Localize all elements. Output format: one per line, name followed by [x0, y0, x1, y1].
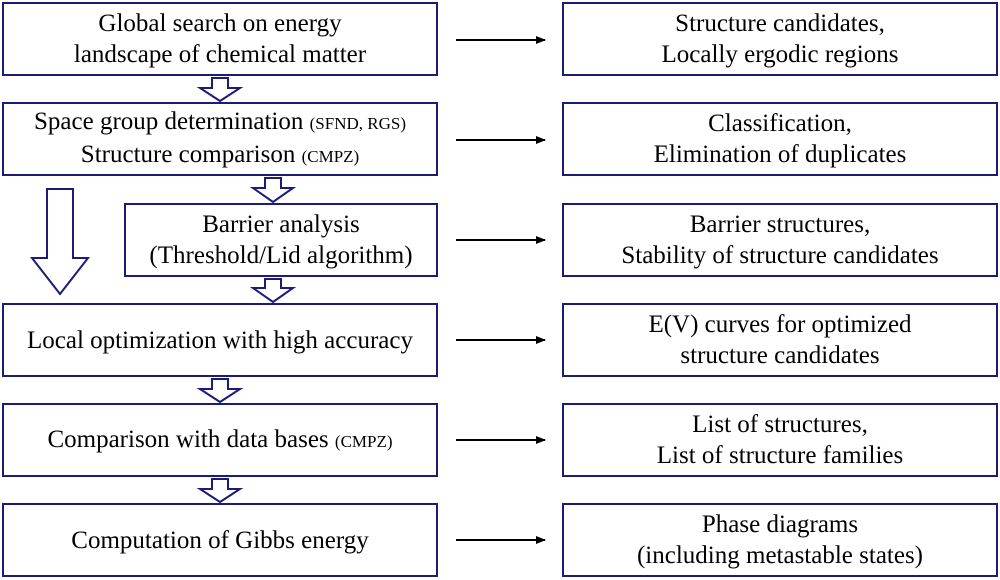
- output-label: Classification,: [708, 110, 852, 137]
- output-structure-candidates-box: Structure candidates, Locally ergodic re…: [562, 2, 998, 76]
- down-arrow-icon: [196, 378, 244, 404]
- step-space-group-box: Space group determination (SFND, RGS) St…: [2, 102, 438, 176]
- step-database-comparison-box: Comparison with data bases (CMPZ): [2, 403, 438, 477]
- output-label: List of structure families: [656, 442, 904, 469]
- output-label: structure candidates: [680, 342, 880, 369]
- step-line: Comparison with data bases (CMPZ): [47, 424, 392, 457]
- down-arrow-icon: [196, 478, 244, 504]
- step-label: Global search on energy: [98, 10, 342, 37]
- step-line: Space group determination (SFND, RGS): [34, 106, 406, 139]
- step-global-search-box: Global search on energy landscape of che…: [2, 2, 438, 76]
- step-label: Local optimization with high accuracy: [27, 326, 413, 354]
- step-local-optimization-box: Local optimization with high accuracy: [2, 303, 438, 377]
- output-label: Elimination of duplicates: [653, 141, 907, 168]
- output-label: Barrier structures,: [689, 211, 871, 238]
- step-label: Computation of Gibbs energy: [71, 526, 369, 554]
- output-barrier-structures-box: Barrier structures, Stability of structu…: [562, 203, 998, 277]
- output-label: Phase diagrams: [701, 511, 859, 538]
- output-phase-diagrams-box: Phase diagrams (including metastable sta…: [562, 503, 998, 577]
- step-barrier-analysis-box: Barrier analysis (Threshold/Lid algorith…: [124, 203, 438, 277]
- step-label: Comparison with data bases: [47, 425, 329, 453]
- output-classification-box: Classification, Elimination of duplicate…: [562, 102, 998, 176]
- down-arrow-icon: [249, 278, 297, 304]
- step-label: landscape of chemical matter: [73, 41, 367, 68]
- output-label: Stability of structure candidates: [621, 242, 939, 269]
- down-arrow-icon: [249, 177, 297, 204]
- down-arrow-icon: [196, 77, 244, 103]
- output-label: Structure candidates,: [675, 10, 885, 37]
- output-label: List of structures,: [692, 411, 868, 438]
- step-label: Space group determination: [34, 108, 304, 135]
- output-label: E(V) curves for optimized: [648, 311, 912, 338]
- output-label: Locally ergodic regions: [661, 41, 899, 68]
- output-ev-curves-box: E(V) curves for optimized structure cand…: [562, 303, 998, 377]
- step-reference: (SFND, RGS): [309, 114, 406, 133]
- step-label: Barrier analysis: [202, 211, 360, 238]
- step-reference: (CMPZ): [301, 147, 360, 166]
- step-reference: (CMPZ): [334, 431, 393, 451]
- bypass-down-arrow-icon: [29, 188, 91, 296]
- step-gibbs-energy-box: Computation of Gibbs energy: [2, 503, 438, 577]
- step-label: (Threshold/Lid algorithm): [149, 242, 413, 269]
- step-line: Structure comparison (CMPZ): [81, 139, 359, 172]
- step-label: Structure comparison: [80, 141, 296, 168]
- output-structure-lists-box: List of structures, List of structure fa…: [562, 403, 998, 477]
- output-label: (including metastable states): [636, 542, 924, 569]
